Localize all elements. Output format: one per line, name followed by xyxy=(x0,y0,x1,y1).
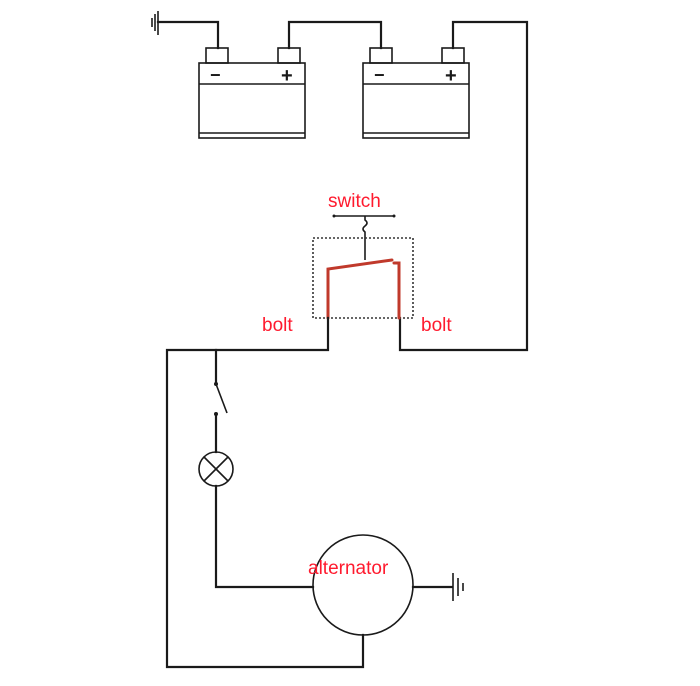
battery-2-negative-symbol: − xyxy=(374,65,385,85)
alternator-label: alternator xyxy=(308,558,389,579)
battery-1-negative-terminal xyxy=(205,47,229,64)
ground-icon-alternator xyxy=(452,573,464,601)
alternator: alternator xyxy=(308,534,414,636)
alternator-circle xyxy=(312,534,414,636)
switch-label: switch xyxy=(328,191,381,212)
warning-lamp-icon xyxy=(198,451,234,487)
wire-battery2-to-switch xyxy=(398,20,529,352)
switch-spring xyxy=(362,216,368,260)
battery-switch[interactable]: switch xyxy=(312,191,414,320)
battery-1-negative-symbol: − xyxy=(210,65,221,85)
switch-right-contact xyxy=(392,261,401,320)
battery-1: − + xyxy=(198,47,306,139)
battery-2-body xyxy=(362,62,470,139)
ignition-switch-icon xyxy=(214,382,228,416)
bolt-label-right: bolt xyxy=(421,315,452,336)
wire-lamp-to-alternator xyxy=(214,484,315,589)
switch-housing xyxy=(312,237,414,319)
battery-2-positive-terminal xyxy=(441,47,465,64)
battery-2-negative-terminal xyxy=(369,47,393,64)
wire-battery1-to-battery2 xyxy=(287,20,383,50)
battery-1-positive-terminal xyxy=(277,47,301,64)
bolt-label-left: bolt xyxy=(262,315,293,336)
battery-2: − + xyxy=(362,47,470,139)
wire-ground-to-battery1-negative xyxy=(156,20,220,50)
wire-switch-to-alternator-main xyxy=(165,316,365,669)
battery-1-positive-symbol: + xyxy=(281,65,293,87)
switch-left-contact xyxy=(326,258,394,320)
battery-1-body xyxy=(198,62,306,139)
battery-2-positive-symbol: + xyxy=(445,65,457,87)
